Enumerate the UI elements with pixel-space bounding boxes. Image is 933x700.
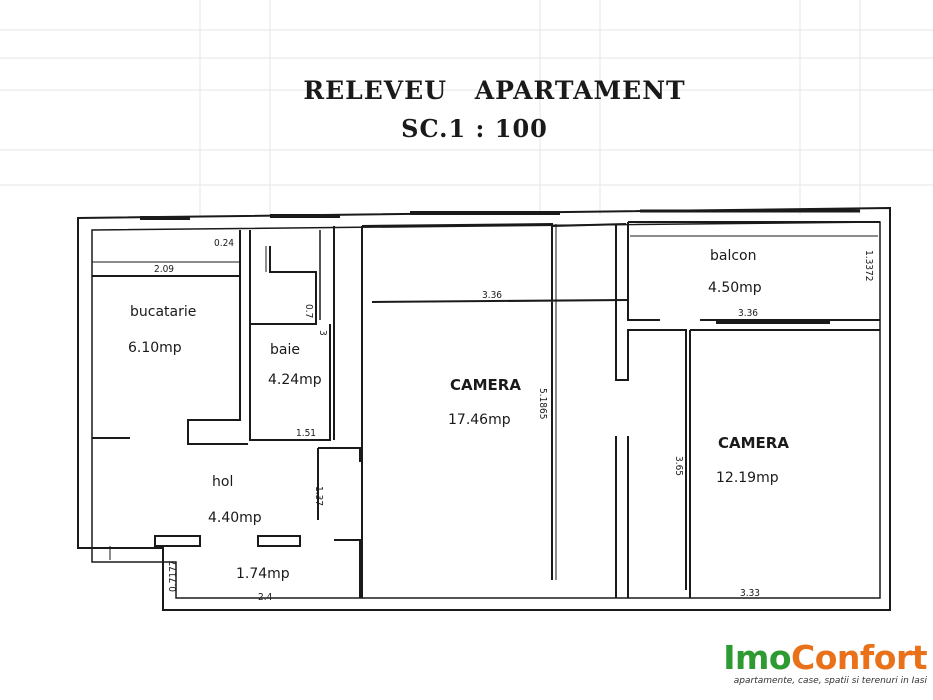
room-area-baie: 4.24mp [268, 372, 322, 388]
kitchen-walls [92, 230, 248, 445]
room-area-vestibul: 1.74mp [236, 566, 290, 582]
dim-0-7177: 0.7177 [168, 561, 179, 592]
logo-brand-confort: Confort [791, 638, 927, 677]
plan-scale: SC.1 : 100 [401, 114, 548, 143]
dim-1-3372: 1.3372 [863, 250, 874, 281]
dim-2-09: 2.09 [154, 264, 174, 275]
room-area-bucatarie: 6.10mp [128, 340, 182, 356]
logo-brand-imo: Imo [723, 638, 792, 677]
balcony-walls [627, 221, 880, 321]
outer-wall [77, 206, 891, 611]
dim-0-24: 0.24 [214, 238, 234, 249]
room-name-camera-mare: CAMERA [450, 376, 521, 394]
hallway-walls [154, 535, 301, 547]
dim-2-4: 2.4 [258, 592, 273, 603]
large-room-walls [361, 222, 629, 598]
dim-3: 3 [317, 330, 328, 336]
dim-1-51: 1.51 [296, 428, 316, 439]
room-area-hol: 4.40mp [208, 510, 262, 526]
room-name-camera-mica: CAMERA [718, 434, 789, 452]
bathroom-walls [249, 230, 331, 441]
dim-3-36-right: 3.36 [738, 308, 758, 319]
room-area-camera-mare: 17.46mp [448, 412, 511, 428]
logo-tagline: apartamente, case, spatii si terenuri in… [733, 676, 927, 686]
dim-3-33: 3.33 [740, 588, 760, 599]
room-name-hol: hol [212, 474, 233, 490]
dim-3-36-left: 3.36 [482, 290, 502, 301]
plan-title: RELEVEU APARTAMENT [303, 76, 686, 105]
dim-5-1865: 5.1865 [537, 388, 548, 419]
room-name-balcon: balcon [710, 248, 757, 264]
room-name-baie: baie [270, 342, 300, 358]
dim-1-37: 1.37 [313, 486, 324, 506]
logo-brand: ImoConfort [723, 640, 927, 676]
small-room-walls [689, 329, 880, 598]
room-area-balcon: 4.50mp [708, 280, 762, 296]
dim-3-65: 3.65 [673, 456, 684, 476]
inner-outer-wall [91, 221, 881, 599]
dim-0-7: 0.7 [303, 304, 314, 318]
room-area-camera-mica: 12.19mp [716, 470, 779, 486]
imoconfort-logo: ImoConfort apartamente, case, spatii si … [723, 640, 927, 687]
room-name-bucatarie: bucatarie [130, 304, 196, 320]
